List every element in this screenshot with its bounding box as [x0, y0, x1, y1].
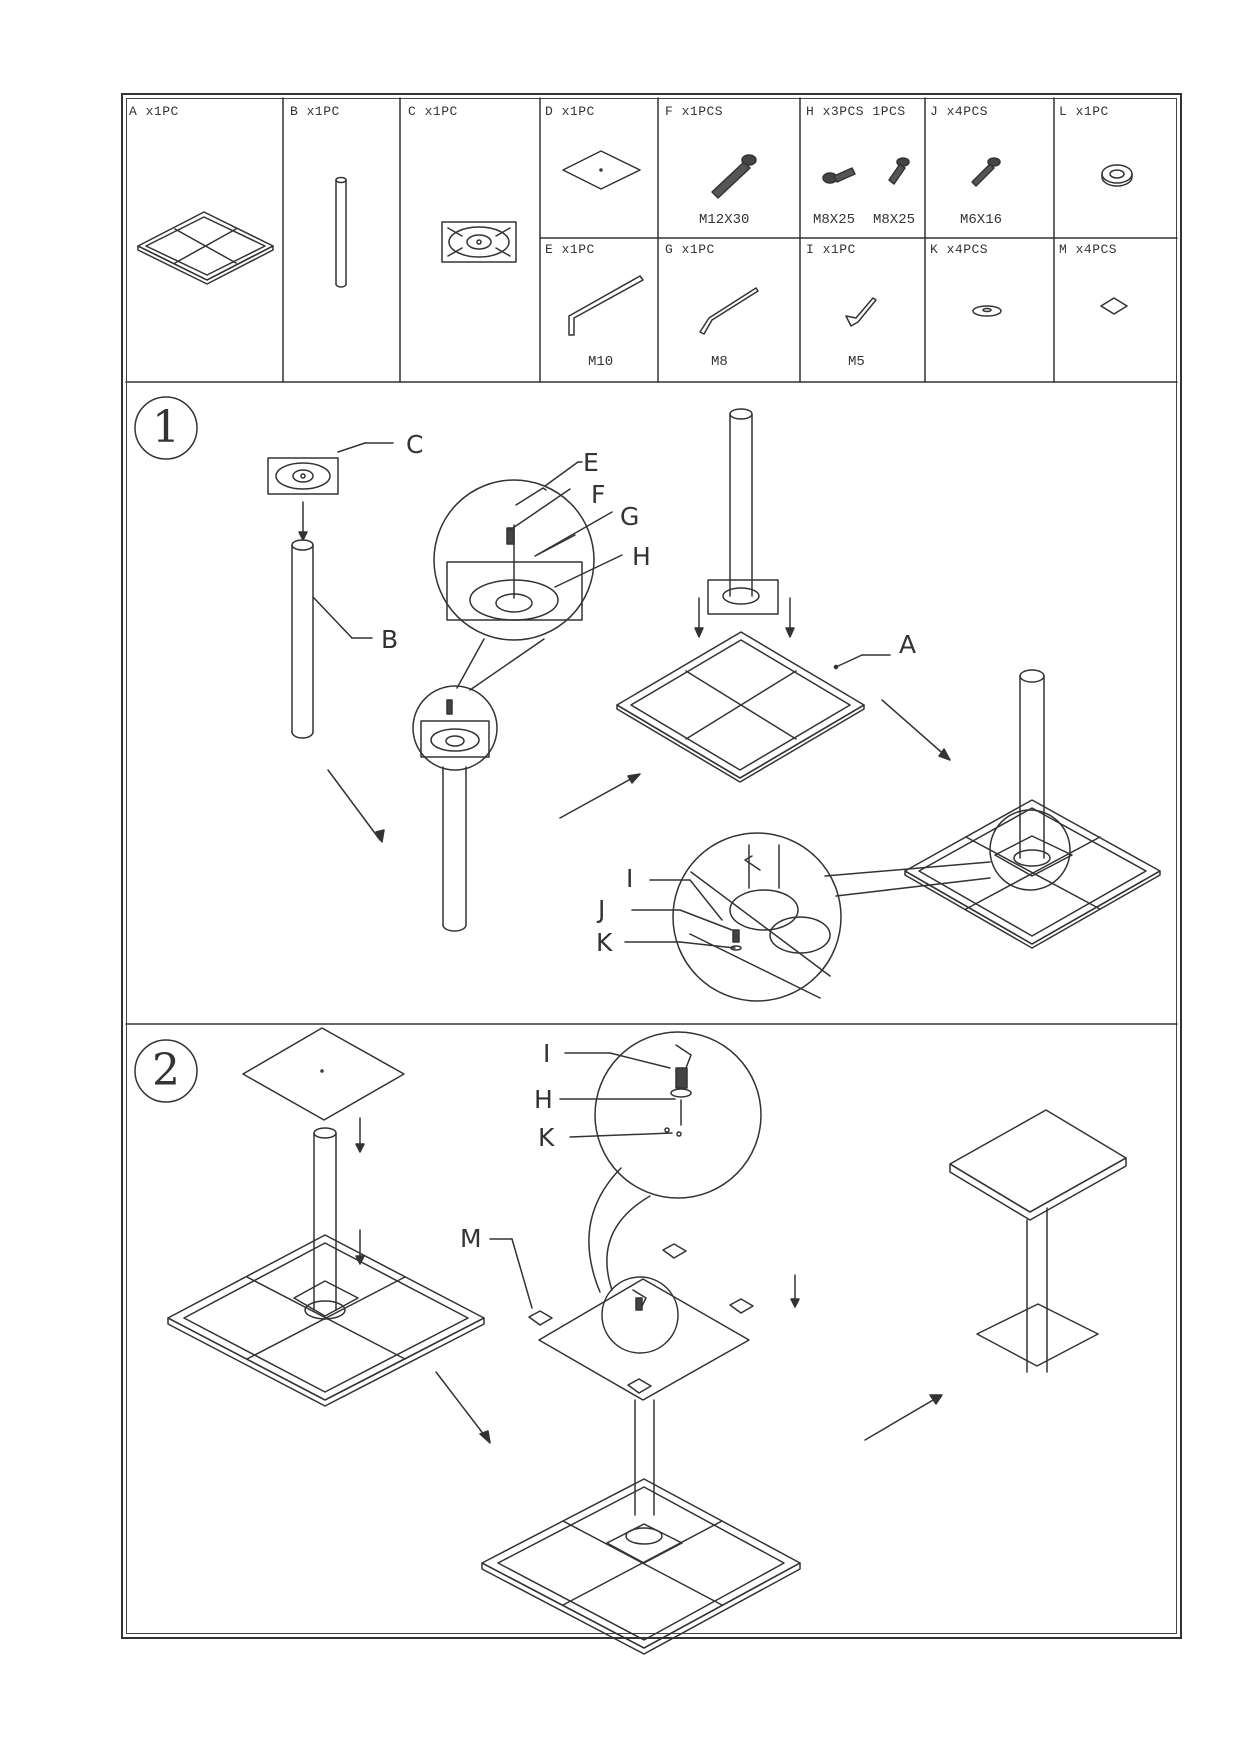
step1-assembled-pole-drawing [412, 685, 498, 932]
step1-callout-b: B [381, 625, 399, 654]
part-b-pole-drawing [335, 176, 347, 288]
part-i-size: M5 [848, 354, 865, 370]
part-i-hex-key-drawing [845, 297, 877, 327]
part-i-label: I x1PC [806, 242, 856, 257]
part-m-label: M x4PCS [1059, 242, 1118, 257]
part-g-label: G x1PC [665, 242, 715, 257]
step1-callout-c: C [406, 430, 424, 459]
part-c-mounting-plate-drawing [441, 221, 517, 263]
parts-table-grid [125, 97, 1178, 1025]
step1-callout-g: G [620, 502, 640, 531]
step1-zoom-detail-bubble [672, 832, 991, 1002]
step1-detail-bubble [433, 461, 623, 691]
step2-callout-k: K [538, 1123, 555, 1152]
step1-callout-j: J [598, 895, 606, 924]
part-e-hex-key-drawing [568, 275, 644, 336]
part-j-label: J x4PCS [930, 104, 989, 119]
step1-callout-i: I [626, 864, 634, 893]
part-h-bolts-drawing [822, 157, 910, 185]
part-c-label: C x1PC [408, 104, 458, 119]
step1-assembled-base-drawing [904, 669, 1161, 949]
part-b-label: B x1PC [290, 104, 340, 119]
step2-callout-h: H [534, 1085, 553, 1114]
step2-middle-assembly-drawing [481, 1031, 943, 1655]
part-d-label: D x1PC [545, 104, 595, 119]
part-l-washer-drawing [1101, 164, 1133, 187]
part-l-label: L x1PC [1059, 104, 1109, 119]
part-j-bolt-drawing [971, 157, 1001, 187]
step1-callout-f: F [591, 480, 606, 509]
step-1-circle [134, 396, 198, 460]
step1-callout-leaders-ijk [624, 879, 736, 949]
part-h-label: H x3PCS 1PCS [806, 104, 906, 119]
part-e-label: E x1PC [545, 242, 595, 257]
inner-frame [126, 98, 1177, 1634]
step-1-number: 1 [152, 402, 180, 453]
part-d-top-plate-drawing [562, 150, 641, 190]
step1-pole-over-base-drawing [616, 408, 891, 783]
part-a-label: A x1PC [129, 104, 179, 119]
step-2-number: 2 [152, 1045, 180, 1096]
step1-callout-e: E [583, 448, 599, 477]
step2-callout-i: I [543, 1039, 551, 1068]
part-k-washer-drawing [972, 305, 1002, 317]
part-a-base-frame-drawing [137, 211, 274, 285]
part-h-size-a: M8X25 [813, 212, 856, 228]
part-g-hex-key-drawing [699, 287, 759, 335]
step2-tabletop-and-base-drawing [167, 1027, 491, 1444]
part-f-size: M12X30 [699, 212, 750, 228]
step1-pole-b-drawing [291, 539, 373, 739]
step1-arrows [327, 699, 951, 843]
step1-callout-h: H [632, 542, 651, 571]
part-j-size: M6X16 [960, 212, 1003, 228]
part-f-label: F x1PCS [665, 104, 724, 119]
step-2-circle [134, 1039, 198, 1103]
part-h-size-b: M8X25 [873, 212, 916, 228]
step1-callout-k: K [596, 928, 613, 957]
step1-callout-a: A [899, 630, 917, 659]
step2-final-table-drawing [949, 1109, 1127, 1373]
part-m-pad-drawing [1100, 297, 1128, 315]
outer-frame [121, 93, 1182, 1639]
part-k-label: K x4PCS [930, 242, 989, 257]
step2-callout-leaders [489, 1052, 676, 1309]
part-f-bolt-drawing [711, 154, 757, 199]
step2-callout-m: M [460, 1224, 482, 1253]
part-e-size: M10 [588, 354, 614, 370]
step1-plate-c-drawing [267, 442, 394, 541]
part-g-size: M8 [711, 354, 728, 370]
